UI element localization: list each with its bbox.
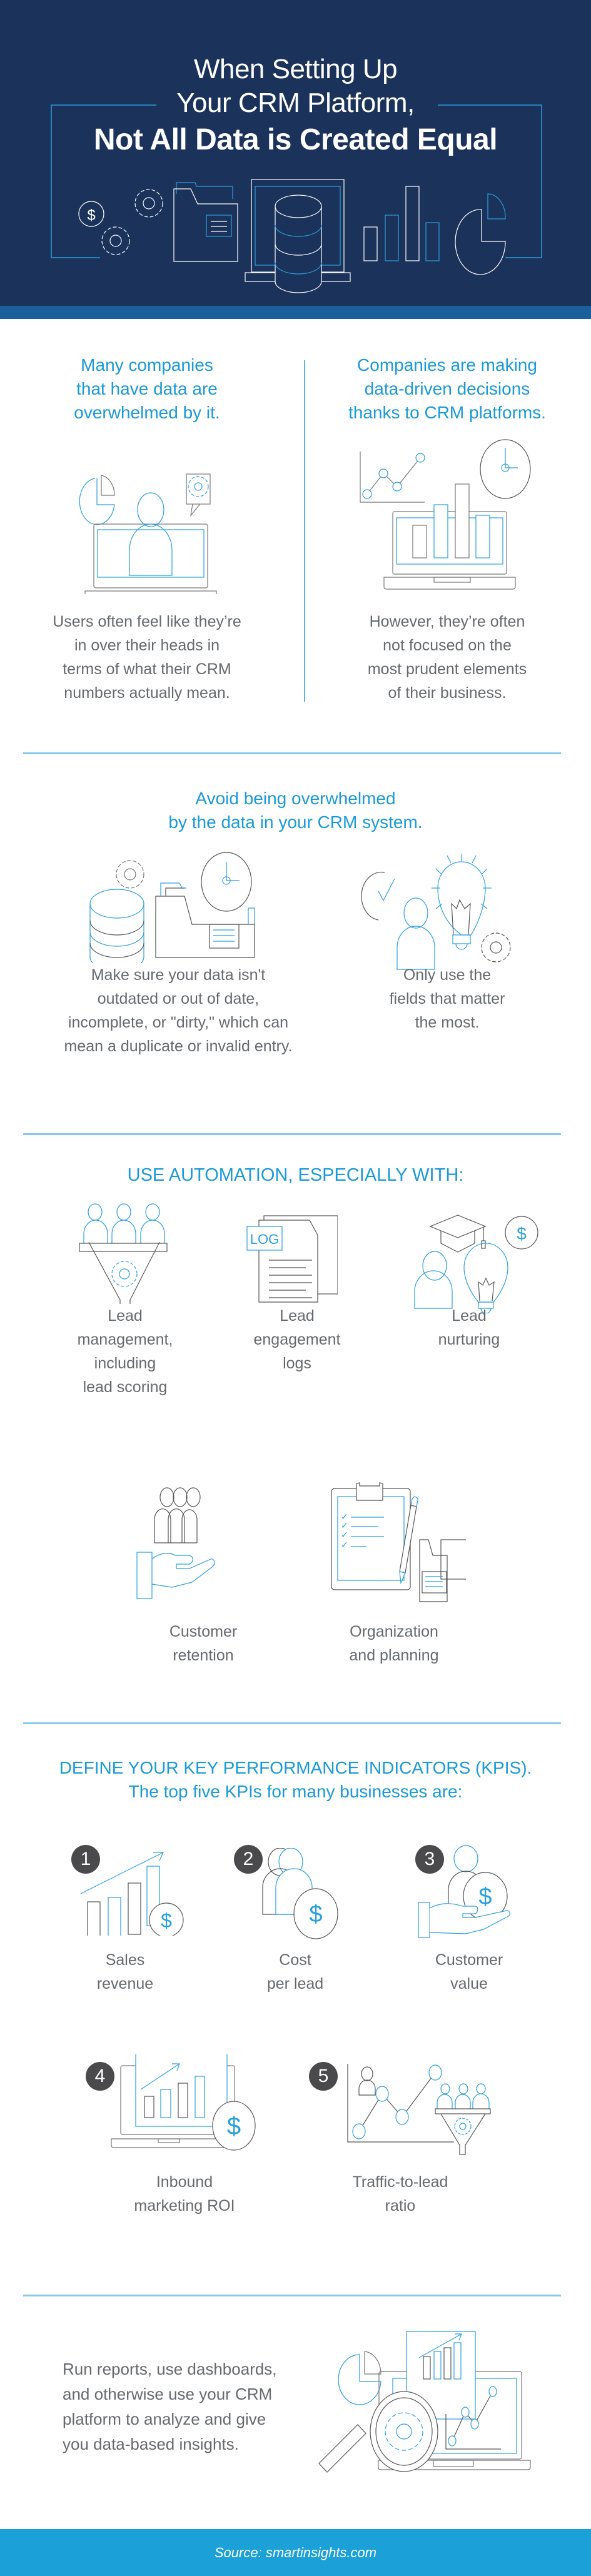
- source-credit: Source: smartinsights.com: [214, 2545, 377, 2560]
- automation-item-5-text: Organization and planning: [349, 1623, 439, 1664]
- kpi-number-badge: 3: [415, 1845, 444, 1874]
- avoid-heading: Avoid being overwhelmed by the data in y…: [168, 789, 423, 832]
- gears-icon: [101, 189, 163, 255]
- svg-text:$: $: [478, 1884, 492, 1910]
- pie-chart-icon: [455, 193, 506, 275]
- svg-text:$: $: [87, 207, 95, 224]
- header-band: [0, 306, 591, 319]
- closing-text: Run reports, use dashboards, and otherwi…: [63, 2360, 277, 2453]
- intro-right-heading: Companies are making data-driven decisio…: [348, 355, 546, 422]
- avoid-item-2-text: Only use the fields that matter the most…: [389, 966, 505, 1031]
- laptop-chart-icon: [360, 439, 531, 590]
- kpi-2-label: Cost per lead: [266, 1951, 324, 1993]
- title-line-1: When Setting Up: [193, 54, 398, 84]
- hand-coin-icon: $: [418, 1845, 510, 1938]
- funnel-people-icon: [79, 1203, 168, 1304]
- hand-people-icon: [136, 1487, 215, 1599]
- laptop-user-icon: [79, 473, 217, 594]
- svg-text:$: $: [227, 2113, 241, 2140]
- person-lightbulb-icon: [361, 854, 511, 970]
- intro-left-body: Users often feel like they’re in over th…: [53, 613, 241, 702]
- svg-text:✓: ✓: [341, 1512, 348, 1522]
- automation-item-3-text: Lead nurturing: [438, 1307, 500, 1348]
- line-chart-funnel-icon: [347, 2064, 491, 2155]
- laptop-growth-dollar-icon: $: [111, 2054, 256, 2151]
- svg-text:✓: ✓: [341, 1520, 348, 1530]
- automation-item-4-text: Customer retention: [169, 1623, 238, 1664]
- title-main: Not All Data is Created Equal: [93, 123, 498, 156]
- section-divider: [23, 1722, 561, 1724]
- section-divider: [23, 752, 561, 754]
- log-document-icon: LOG: [246, 1215, 338, 1303]
- intro-right-body: However, they’re often not focused on th…: [367, 613, 527, 702]
- kpi-number-badge: 1: [71, 1845, 100, 1874]
- header-frame-decoration: $: [51, 104, 542, 294]
- avoid-item-1-text: Make sure your data isn't outdated or ou…: [64, 966, 293, 1055]
- clipboard-folder-icon: ✓ ✓ ✓ ✓: [331, 1482, 466, 1602]
- graduate-lightbulb-icon: $: [414, 1215, 538, 1313]
- svg-text:✓: ✓: [341, 1540, 348, 1550]
- database-monitor-icon: [245, 179, 351, 294]
- dollar-coin-icon: $: [78, 201, 104, 227]
- people-dollar-icon: $: [262, 1848, 338, 1939]
- kpi-3-label: Customer value: [435, 1951, 503, 1993]
- kpi-number-badge: 2: [234, 1845, 263, 1874]
- automation-item-2-text: Lead engagement logs: [253, 1307, 341, 1372]
- svg-text:✓: ✓: [341, 1530, 348, 1540]
- svg-text:LOG: LOG: [250, 1231, 279, 1247]
- kpi-number-badge: 4: [86, 2062, 114, 2091]
- kpi-4-label: Inbound marketing ROI: [134, 2173, 235, 2215]
- automation-item-1-text: Lead management, including lead scoring: [77, 1307, 173, 1396]
- database-folder-clock-icon: [89, 852, 255, 963]
- footer-source-bar: Source: smartinsights.com: [0, 2529, 591, 2576]
- header-banner: $: [0, 0, 591, 306]
- intro-left-heading: Many companies that have data are overwh…: [74, 355, 220, 422]
- intro-vertical-divider: [304, 360, 305, 702]
- kpi-1-label: Sales revenue: [96, 1951, 154, 1993]
- kpi-5-label: Traffic-to-lead ratio: [352, 2173, 448, 2215]
- section-divider: [23, 2295, 561, 2296]
- svg-text:$: $: [309, 1901, 322, 1927]
- bar-chart-dollar-icon: $: [80, 1852, 184, 1936]
- kpi-heading-line-2: The top five KPIs for many businesses ar…: [128, 1782, 463, 1801]
- section-divider: [23, 1133, 561, 1135]
- folder-icon: [173, 182, 238, 262]
- kpi-number-badge: 5: [309, 2062, 338, 2091]
- magnifier-dashboard-icon: [318, 2331, 531, 2473]
- svg-text:$: $: [517, 1224, 527, 1243]
- kpi-heading-line-1: DEFINE YOUR KEY PERFORMANCE INDICATORS (…: [59, 1758, 532, 1777]
- title-line-2: Your CRM Platform,: [176, 88, 415, 118]
- bar-chart-icon: [363, 186, 440, 261]
- svg-text:$: $: [161, 1909, 172, 1932]
- automation-heading: USE AUTOMATION, ESPECIALLY WITH:: [127, 1165, 464, 1185]
